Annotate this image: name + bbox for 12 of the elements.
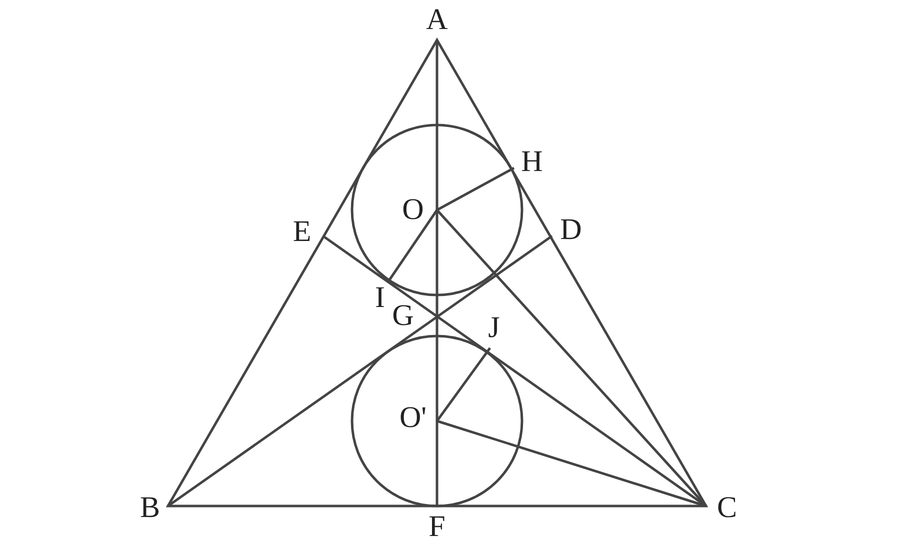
point-label: A (426, 5, 448, 35)
point-label: D (560, 215, 582, 245)
point-label: E (292, 217, 312, 247)
point-label: C (717, 493, 737, 523)
point-label: I (375, 283, 385, 313)
point-label: J (488, 313, 500, 343)
point-label: F (428, 512, 446, 542)
point-label: H (521, 147, 543, 177)
point-label: O' (399, 403, 427, 433)
point-label: B (140, 493, 160, 523)
point-label: G (392, 301, 414, 331)
point-label: O (402, 195, 424, 225)
